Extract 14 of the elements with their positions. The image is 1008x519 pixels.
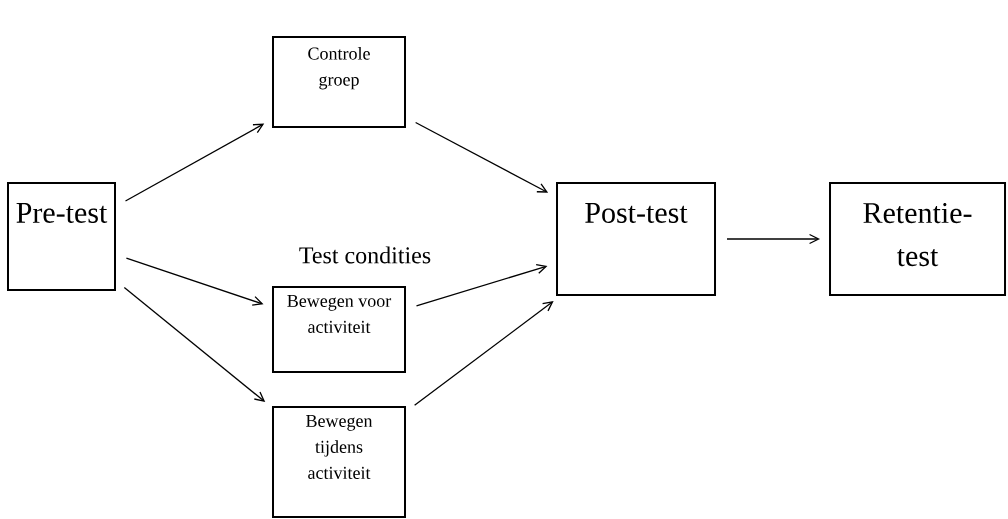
process-box: Retentie-test [829,182,1006,296]
process-box: Bewegen voor activiteit [272,286,406,373]
group-label: Test condities [299,246,431,264]
process-box: Pre-test [7,182,116,291]
process-box: Post-test [556,182,716,296]
arrow [414,121,549,193]
arrow [123,286,266,403]
arrow [125,257,264,306]
arrow [413,301,554,406]
arrow [726,233,820,245]
arrow [124,123,265,202]
process-box: Bewegen tijdens activiteit [272,406,406,518]
arrow [415,264,548,307]
process-box: Controle groep [272,36,406,128]
